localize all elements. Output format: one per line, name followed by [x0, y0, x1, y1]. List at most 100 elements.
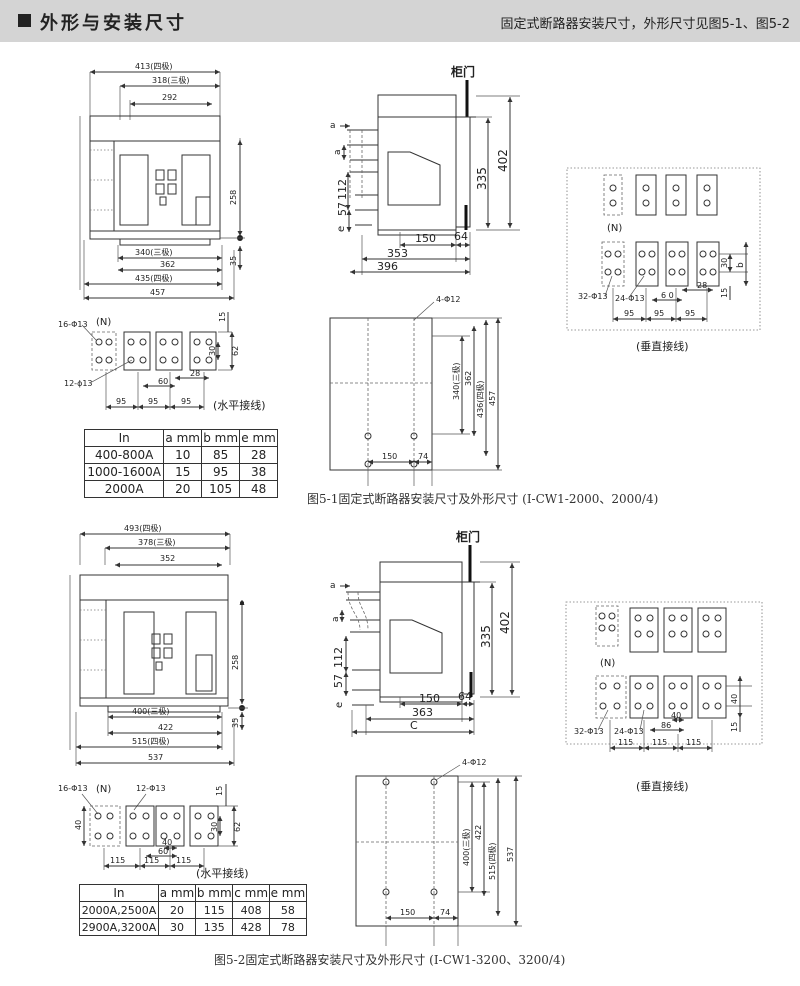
fig2-front-view: 493(四极) 378(三极) 352 258 35 400(三极)	[69, 523, 248, 766]
table-cell: 115	[195, 901, 234, 919]
fig1-dim-435: 435(四极)	[135, 273, 173, 283]
fig2-h-n: (N)	[96, 784, 111, 795]
fig2-h-d40b: 40	[162, 838, 172, 847]
fig1-side-e: e	[336, 226, 347, 232]
header-square-icon	[18, 14, 31, 27]
fig2-mount-hole: 4-Φ12	[462, 758, 486, 767]
fig1-v-d30: 30	[720, 258, 729, 268]
fig2-mount-400: 400(三极)	[461, 828, 471, 866]
fig2-h-d115b: 115	[144, 856, 159, 865]
table-cell: 95	[201, 463, 241, 481]
fig2-caption: 图5-2固定式断路器安装尺寸及外形尺寸 (I-CW1-3200、3200/4)	[214, 953, 566, 967]
table-cell: 28	[239, 446, 278, 464]
fig2-mount-422: 422	[474, 825, 483, 840]
fig2-mount-150: 150	[400, 908, 415, 917]
table-cell: 1000-1600A	[83, 463, 165, 481]
table-header-cell: b mm	[201, 429, 241, 447]
fig1-h-d15: 15	[218, 312, 227, 322]
table-cell: 85	[201, 446, 241, 464]
fig2-side-57: 57	[332, 674, 345, 688]
fig1-side-57: 57	[336, 202, 349, 216]
fig2-v-d40b: 40	[671, 711, 681, 720]
fig2-dim-493: 493(四极)	[124, 523, 162, 533]
fig2-h-d115a: 115	[110, 856, 125, 865]
fig2-side-a2: a	[331, 616, 341, 622]
table-cell: 135	[195, 918, 234, 936]
fig2-mount-537: 537	[506, 847, 515, 862]
table-cell: 30	[157, 918, 197, 936]
table-row: 1000-1600A 15 95 38	[83, 463, 278, 481]
fig1-mount-hole: 4-Φ12	[436, 295, 460, 304]
fig1-h-d95b: 95	[148, 397, 158, 406]
fig2-vertical-wiring: (N) 40 15 40 86 32-Φ13 24-Φ13 115 1	[565, 601, 763, 793]
fig1-h-d62: 62	[231, 346, 240, 356]
table-cell: 2000A,2500A	[79, 901, 159, 919]
fig1-v-b: b	[736, 262, 746, 268]
fig1-mount-74: 74	[418, 452, 428, 461]
fig2-v-d40: 40	[730, 694, 739, 704]
fig1-side-a2: a	[333, 149, 343, 155]
fig2-dim-378: 378(三极)	[138, 537, 176, 547]
fig2-dim-35: 35	[231, 718, 240, 728]
fig1-mount-340: 340(三极)	[451, 362, 461, 400]
fig1-v-d95c: 95	[685, 309, 695, 318]
fig2-v-d115c: 115	[686, 738, 701, 747]
fig1-h-d60: 60	[158, 377, 168, 386]
table-header-cell: e mm	[268, 884, 308, 902]
table-cell: 105	[201, 480, 241, 498]
fig1-side-402: 402	[496, 149, 510, 172]
fig1-side-150: 150	[415, 232, 436, 245]
table-cell: 20	[157, 901, 197, 919]
fig2-dim-352: 352	[160, 554, 175, 563]
fig1-mount-150: 150	[382, 452, 397, 461]
table-header-row: In a mm b mm e mm	[83, 429, 278, 447]
fig2-v-hole32: 32-Φ13	[574, 727, 604, 736]
fig1-horizontal-wiring: 16-Φ13 (N) 12-ϕ13 15 30 62 28 60	[58, 312, 266, 412]
fig1-v-hole32: 32-Φ13	[578, 292, 608, 301]
table-header-cell: c mm	[232, 884, 270, 902]
table-cell: 20	[163, 480, 203, 498]
fig2-horizontal-wiring: 16-Φ13 (N) 12-Φ13 40 15 30 62 40 60	[58, 784, 249, 880]
fig1-h-n: (N)	[96, 317, 111, 328]
fig1-side-353: 353	[387, 247, 408, 260]
table-cell: 10	[163, 446, 203, 464]
fig1-h-d95c: 95	[181, 397, 191, 406]
fig1-spec-table: In a mm b mm e mm 400-800A 10 85 28 1000…	[83, 429, 278, 498]
fig1-mount-plan: 4-Φ12 340(三极) 362 436(四极) 457 150 74	[329, 295, 502, 486]
fig1-dim-318: 318(三极)	[152, 75, 190, 85]
table-cell: 78	[268, 918, 308, 936]
fig2-dim-400: 400(三极)	[132, 706, 170, 716]
fig1-dim-362: 362	[160, 260, 175, 269]
table-header-row: In a mm b mm c mm e mm	[79, 884, 308, 902]
fig1-h-hole12: 12-ϕ13	[64, 379, 93, 388]
fig1-side-112: 112	[336, 179, 349, 200]
table-cell: 58	[268, 901, 308, 919]
fig1-v-d60: 6 0	[661, 291, 674, 300]
header-note: 固定式断路器安装尺寸，外形尺寸见图5-1、图5-2	[500, 17, 790, 32]
fig2-h-hole12: 12-Φ13	[136, 784, 166, 793]
fig1-h-hole16: 16-Φ13	[58, 320, 88, 329]
table-cell: 15	[163, 463, 203, 481]
fig1-v-label: (垂直接线)	[636, 339, 689, 353]
fig1-door-label: 柜门	[450, 64, 475, 79]
table-cell: 400-800A	[83, 446, 165, 464]
fig2-v-n: (N)	[600, 658, 615, 669]
page-title: 外形与安装尺寸	[40, 13, 187, 34]
fig2-h-d60: 60	[158, 847, 168, 856]
table-header-cell: a mm	[163, 429, 203, 447]
fig2-v-d115a: 115	[618, 738, 633, 747]
fig1-v-n: (N)	[607, 223, 622, 234]
header-bar: 外形与安装尺寸 固定式断路器安装尺寸，外形尺寸见图5-1、图5-2	[0, 0, 800, 42]
fig2-dim-515: 515(四极)	[132, 736, 170, 746]
table-cell: 2000A	[83, 480, 165, 498]
table-cell: 48	[239, 480, 278, 498]
fig1-mount-436: 436(四极)	[475, 380, 485, 418]
fig2-mount-515: 515(四极)	[487, 842, 497, 880]
fig1-h-d95a: 95	[116, 397, 126, 406]
fig1-side-64: 64	[454, 230, 468, 243]
table-row: 2000A,2500A 20 115 408 58	[79, 901, 308, 919]
fig2-side-64: 64	[458, 690, 472, 703]
fig2-side-view: 柜门 a a 112 e 57 150 64 363 C	[330, 529, 520, 737]
fig2-dim-537: 537	[148, 753, 163, 762]
